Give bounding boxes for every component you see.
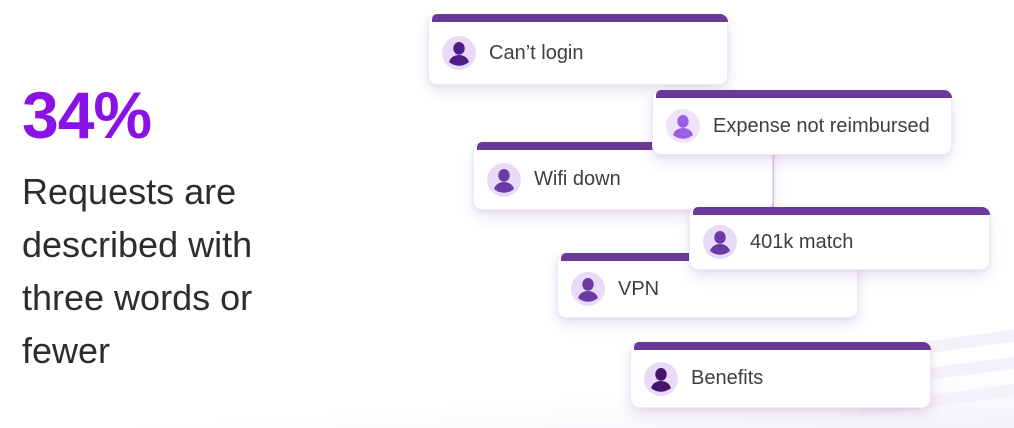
card-content: Benefits	[644, 350, 922, 407]
stat-description-line: fewer	[22, 330, 111, 371]
person-icon	[487, 162, 521, 197]
stat-value: 34%	[22, 78, 152, 152]
card-label: 401k match	[750, 230, 854, 253]
stat-description: Requests are described with three words …	[22, 165, 252, 377]
card-accent-bar	[634, 342, 931, 350]
card-accent-bar	[477, 142, 773, 150]
card-label: Can’t login	[489, 41, 584, 64]
request-card-cant-login: Can’t login	[428, 14, 728, 85]
stat-block: 34% Requests are described with three wo…	[22, 82, 252, 377]
card-label: Wifi down	[534, 168, 621, 190]
card-label: Benefits	[691, 367, 764, 389]
request-card-wifi-down: Wifi down	[473, 142, 773, 210]
card-content: VPN	[571, 261, 849, 317]
person-icon	[442, 36, 476, 70]
stat-description-line: three words or	[22, 277, 253, 318]
request-card-401k-match: 401k match	[689, 207, 990, 270]
card-accent-bar	[432, 14, 728, 22]
person-icon	[666, 109, 700, 143]
person-icon	[703, 225, 737, 259]
card-label: Expense not reimbursed	[713, 114, 930, 137]
person-icon	[571, 272, 605, 306]
card-accent-bar	[656, 90, 952, 98]
connector-line	[772, 153, 774, 209]
card-accent-bar	[693, 207, 990, 215]
card-content: 401k match	[703, 215, 981, 269]
card-content: Wifi down	[487, 150, 764, 209]
card-content: Can’t login	[442, 22, 719, 84]
stat-description-line: described with	[22, 224, 253, 265]
person-icon	[644, 361, 678, 396]
card-label: VPN	[618, 277, 660, 300]
stat-description-line: Requests are	[22, 171, 237, 212]
card-content: Expense not reimbursed	[666, 98, 943, 154]
request-card-benefits: Benefits	[630, 342, 931, 408]
request-card-expense-not-reimbursed: Expense not reimbursed	[652, 90, 952, 155]
